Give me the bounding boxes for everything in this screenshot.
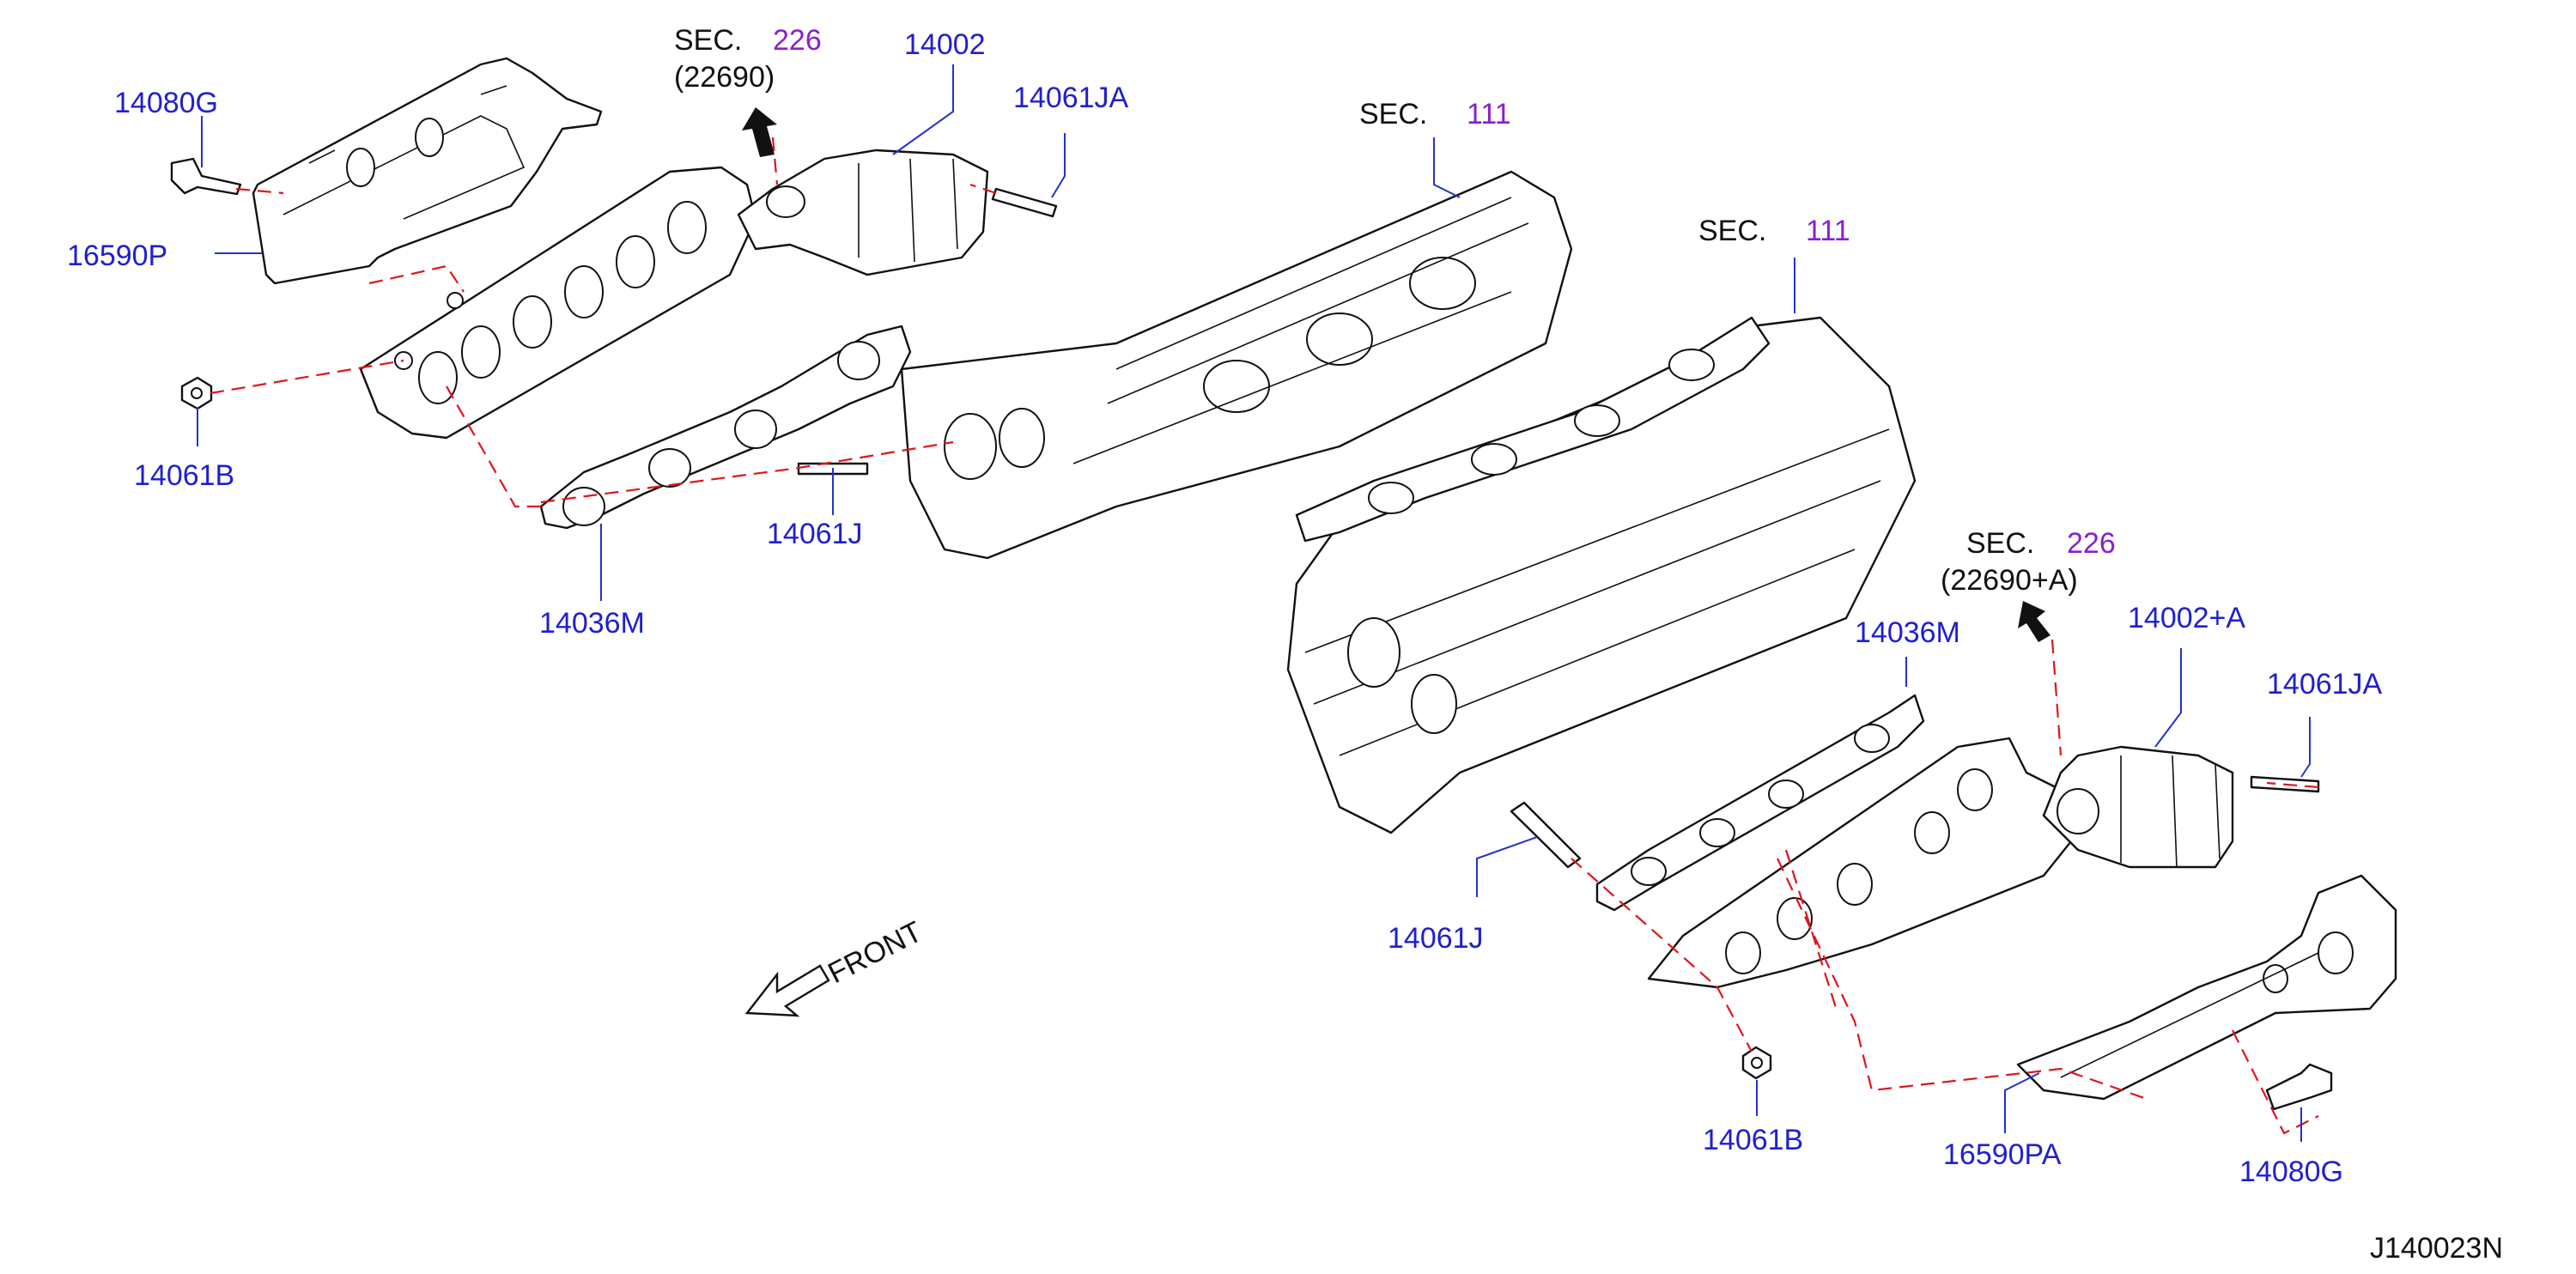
reference-lines	[210, 136, 2319, 1135]
exhaust-manifold-right	[1647, 737, 2080, 989]
sec-226-right-prefix: SEC.	[1966, 527, 2034, 560]
exhaust-manifold-left	[359, 166, 757, 440]
sec-226-top-ref: (22690)	[674, 61, 775, 94]
front-arrow-icon	[744, 964, 830, 1017]
bolt-left	[170, 157, 242, 196]
front-label: FRONT	[823, 915, 927, 990]
label-14061J-right: 14061J	[1388, 922, 1484, 955]
label-14061JA-top: 14061JA	[1013, 82, 1129, 114]
catalytic-converter-right	[2042, 745, 2234, 869]
sec-226-top-number: 226	[773, 24, 822, 57]
sec-226-right-ref: (22690+A)	[1941, 564, 2078, 597]
label-14002-A: 14002+A	[2128, 602, 2245, 634]
heat-insulator-left	[252, 57, 603, 285]
label-16590P: 16590P	[67, 240, 167, 272]
label-14080G-left: 14080G	[114, 87, 218, 119]
label-14061B-left: 14061B	[134, 459, 234, 492]
sec-226-top-prefix: SEC.	[674, 24, 742, 57]
gasket-left	[539, 325, 912, 530]
sec-111-b-number: 111	[1806, 215, 1850, 247]
cylinder-head-left	[900, 170, 1573, 560]
arrow-sec-226-right	[2018, 601, 2050, 642]
arrow-sec-226-top	[742, 107, 777, 157]
label-14061JA-right: 14061JA	[2267, 668, 2383, 701]
sec-111-b-prefix: SEC.	[1698, 215, 1766, 247]
label-14061J-top: 14061J	[767, 518, 863, 550]
diagram-code: J140023N	[2370, 1232, 2503, 1265]
bolt-right	[2265, 1063, 2333, 1111]
label-14036M-left: 14036M	[539, 607, 645, 640]
leader-lines	[197, 64, 2311, 1142]
sec-111-a-number: 111	[1467, 98, 1511, 130]
sec-226-right-number: 226	[2067, 527, 2116, 560]
head-top-gasket-right	[1295, 316, 1771, 543]
sec-111-a-prefix: SEC.	[1359, 98, 1427, 130]
stud-bolt-left-top	[991, 187, 1058, 218]
label-14080G-right: 14080G	[2239, 1156, 2343, 1188]
nut-left	[180, 376, 213, 410]
label-16590PA: 16590PA	[1943, 1138, 2062, 1171]
label-14061B-right: 14061B	[1703, 1124, 1803, 1156]
label-14036M-right: 14036M	[1855, 616, 1960, 649]
catalytic-converter-left	[737, 149, 989, 276]
section-references: SEC. 226 (22690) SEC. 111 SEC. 111 SEC. …	[674, 24, 2116, 597]
label-14002: 14002	[904, 28, 986, 61]
nut-right	[1741, 1046, 1772, 1080]
stud-bolt-right-mid	[1510, 801, 1582, 869]
part-labels: 14080G 16590P 14061B 14036M 14061J 14002…	[67, 28, 2383, 1188]
heat-insulator-right	[2016, 874, 2397, 1101]
gasket-right	[1595, 694, 1925, 912]
cylinder-head-right	[1286, 316, 1917, 834]
